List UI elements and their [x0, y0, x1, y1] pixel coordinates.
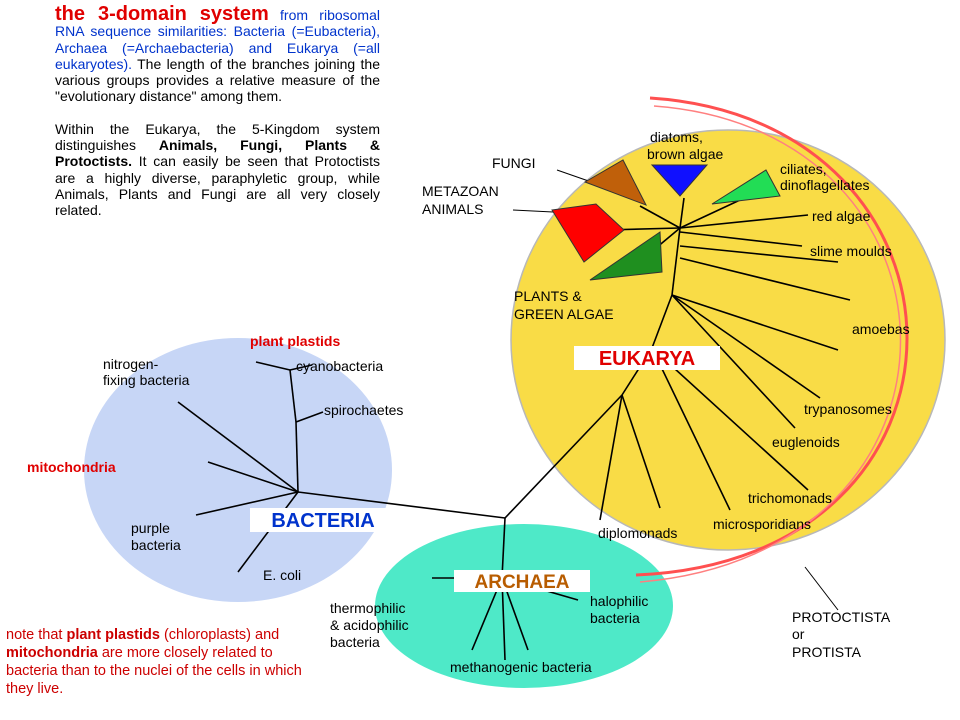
note-plant-plastids: plant plastids [66, 627, 160, 643]
trypanosomes-label: trypanosomes [804, 401, 892, 417]
protoctista-label-2: or [792, 626, 805, 642]
intro-p2a: Within the Eukarya, the 5-Kingdom system… [55, 120, 380, 154]
intro-p2c: It can easily be seen that Protoctists a… [55, 153, 380, 219]
nitrogen-label-1: nitrogen- [103, 356, 159, 372]
amoebas-label: amoebas [852, 321, 910, 337]
note-a: note that [6, 627, 67, 643]
archaea-label-box [454, 570, 590, 592]
halophilic-label-1: halophilic [590, 593, 648, 609]
note-c: (chloroplasts) and [159, 627, 280, 643]
diatoms-label-1: diatoms, [650, 129, 703, 145]
microsporidians-label: microsporidians [713, 516, 811, 532]
intro-paragraph-2: Within the Eukarya, the 5-Kingdom system… [55, 121, 380, 219]
diatoms-wedge [650, 164, 709, 197]
intro-blue-text: ribosomal RNA sequence similarities: Bac… [55, 7, 380, 72]
plants-wedge [589, 231, 663, 281]
slime-moulds-label: slime moulds [810, 243, 892, 259]
thermophilic-label-3: bacteria [330, 634, 380, 650]
red-algae-label: red algae [812, 208, 871, 224]
intro-rest-text: The length of the branches joining the v… [55, 55, 380, 105]
archaea-label: ARCHAEA [475, 572, 570, 593]
thermophilic-label-2: & acidophilic [330, 617, 409, 633]
protoctista-label-3: PROTISTA [792, 644, 862, 660]
trichomonads-label: trichomonads [748, 490, 832, 506]
ciliates-label-2: dinoflagellates [780, 177, 870, 193]
eukarya-label-box [574, 346, 720, 370]
diplomonads-label: diplomonads [598, 525, 677, 541]
euglenoids-label: euglenoids [772, 434, 840, 450]
spirochaetes-label: spirochaetes [324, 402, 403, 418]
diatoms-label-2: brown algae [647, 146, 723, 162]
metazoan-label-1: METAZOAN [422, 183, 499, 199]
bacteria-label: BACTERIA [271, 510, 374, 532]
fungi-label: FUNGI [492, 155, 536, 171]
ecoli-label: E. coli [263, 567, 301, 583]
purple-label-2: bacteria [131, 537, 181, 553]
eukarya-labels: FUNGI METAZOAN ANIMALS diatoms, brown al… [422, 129, 910, 541]
archaea-labels: thermophilic & acidophilic bacteria halo… [330, 593, 648, 675]
mitochondria-label: mitochondria [27, 459, 116, 475]
nitrogen-label-2: fixing bacteria [103, 372, 190, 388]
bacteria-region [84, 338, 392, 602]
bacteria-labels: plant plastids nitrogen- fixing bacteria… [27, 333, 403, 583]
protoctista-arc-inner [639, 105, 902, 583]
plants-label-1: PLANTS & [514, 288, 582, 304]
purple-label-1: purple [131, 520, 170, 536]
intro-p2b: Animals, Fungi, Plants & Protoctists. [55, 137, 380, 170]
eukarya-label: EUKARYA [599, 348, 695, 370]
intro-title: the 3-domain system [55, 3, 269, 25]
cyanobacteria-label: cyanobacteria [296, 358, 383, 374]
protoctista-label-1: PROTOCTISTA [792, 609, 891, 625]
note-mitochondria: mitochondria [6, 645, 98, 661]
tree-branches [177, 197, 851, 661]
thermophilic-label-1: thermophilic [330, 600, 405, 616]
protoctista-arc [635, 96, 909, 577]
eukarya-region [510, 129, 946, 551]
halophilic-label-2: bacteria [590, 610, 640, 626]
methanogenic-label: methanogenic bacteria [450, 659, 592, 675]
protoctista-labels: PROTOCTISTA or PROTISTA [792, 609, 891, 660]
protoctista-pointer [804, 566, 839, 611]
ciliates-label-1: ciliates, [780, 161, 827, 177]
archaea-region [375, 524, 673, 688]
intro-from: from [268, 7, 309, 23]
footnote: note that plant plastids (chloroplasts) … [6, 626, 306, 698]
ciliates-wedge [711, 169, 781, 205]
plant-plastids-label: plant plastids [250, 333, 340, 349]
fungi-wedge [583, 159, 648, 206]
plants-label-2: GREEN ALGAE [514, 306, 614, 322]
bacteria-label-box [250, 508, 396, 532]
animals-wedge [551, 203, 625, 263]
intro-text: the 3-domain system from ribosomal RNA s… [55, 3, 380, 219]
metazoan-label-2: ANIMALS [422, 201, 483, 217]
note-e: are more closely related to bacteria tha… [6, 645, 302, 697]
